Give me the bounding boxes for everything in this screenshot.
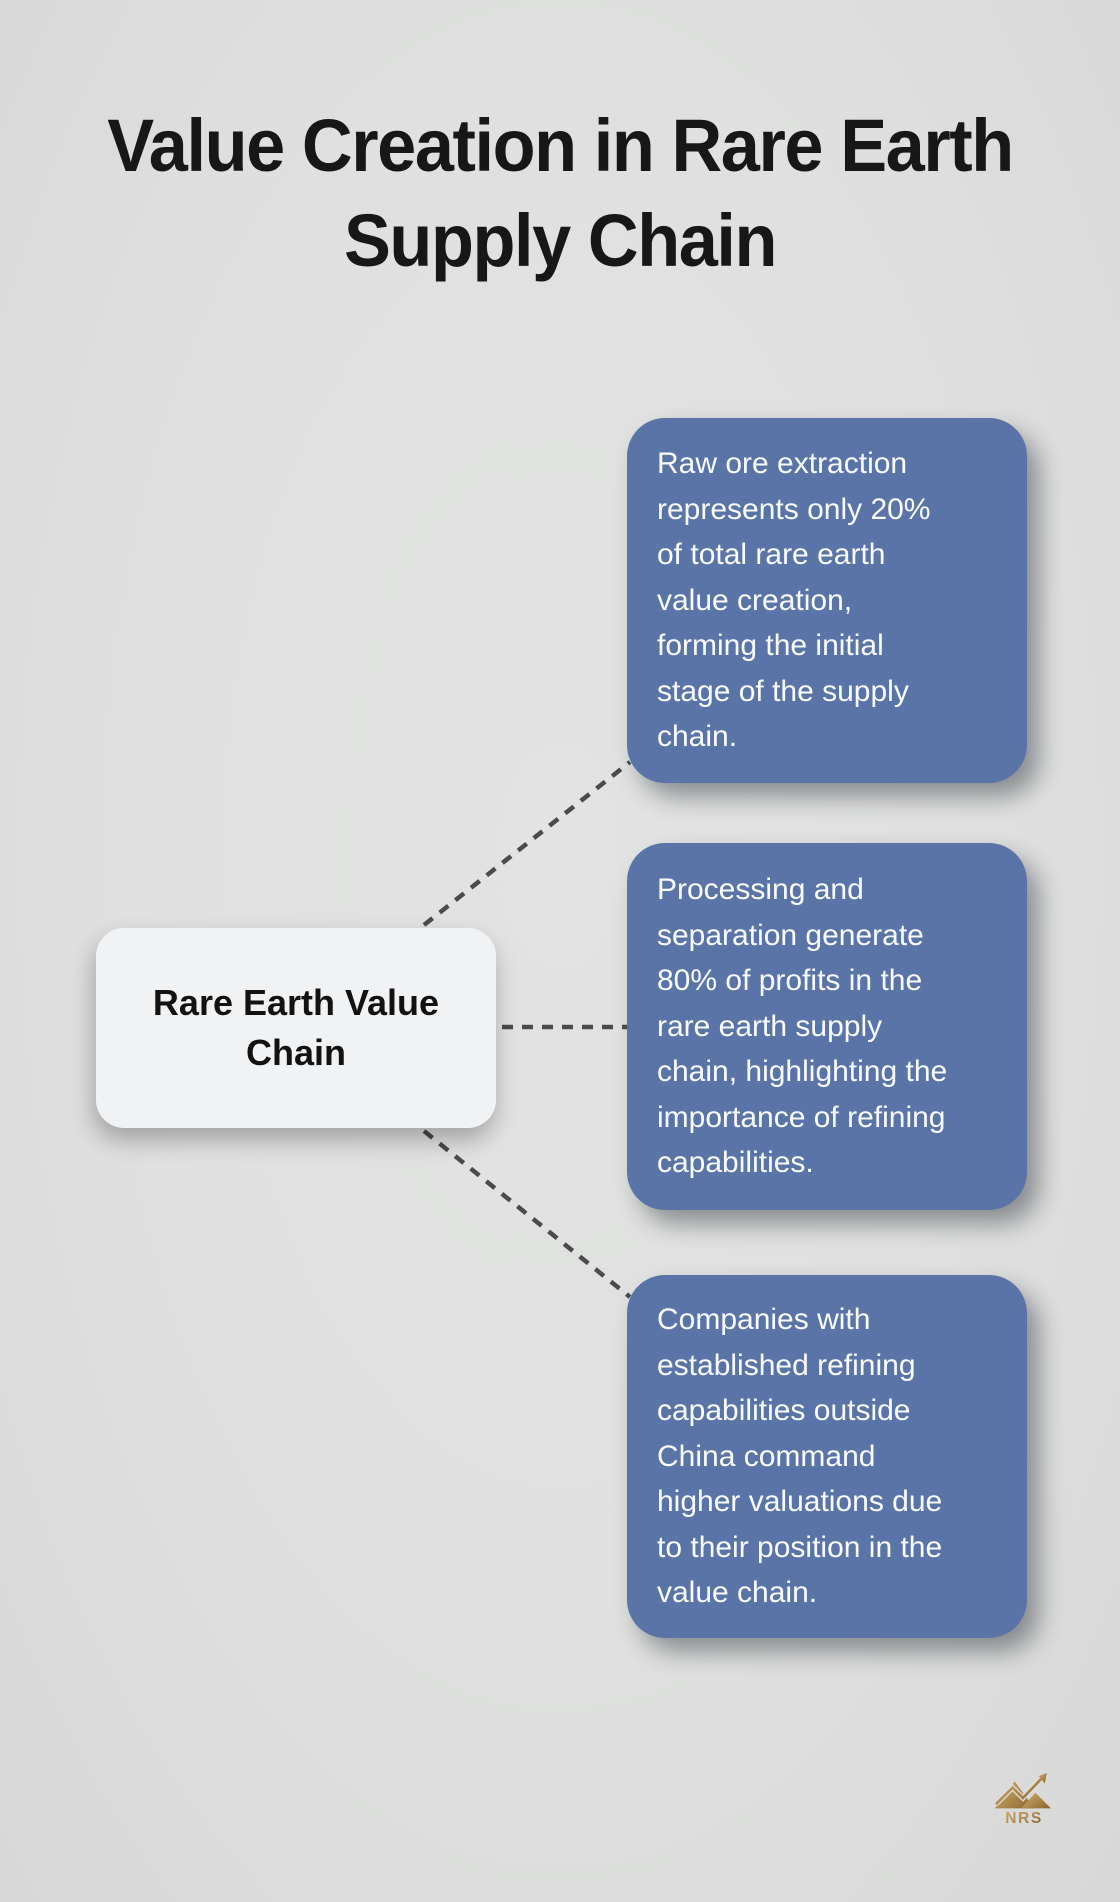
info-box-processing: Processing and separation generate 80% o… (627, 843, 1027, 1210)
arrow-head (1038, 1773, 1047, 1784)
connector-line-bottom (422, 1129, 632, 1299)
mountains-arrow-icon (994, 1773, 1052, 1809)
info-box-companies-text: Companies with established refining capa… (657, 1303, 943, 1610)
center-node: Rare Earth Value Chain (96, 928, 496, 1128)
logo-text: NRS (1005, 1810, 1043, 1824)
center-node-label: Rare Earth Value Chain (152, 982, 440, 1073)
page-title: Value Creation in Rare Earth Supply Chai… (107, 104, 1014, 282)
nrs-logo: NRS (994, 1773, 1052, 1824)
info-box-raw-ore: Raw ore extraction represents only 20% o… (627, 418, 1027, 783)
info-box-companies: Companies with established refining capa… (627, 1275, 1027, 1638)
info-box-processing-text: Processing and separation generate 80% o… (657, 873, 948, 1180)
connector-line-top (422, 760, 632, 927)
info-box-raw-ore-text: Raw ore extraction represents only 20% o… (657, 447, 931, 754)
